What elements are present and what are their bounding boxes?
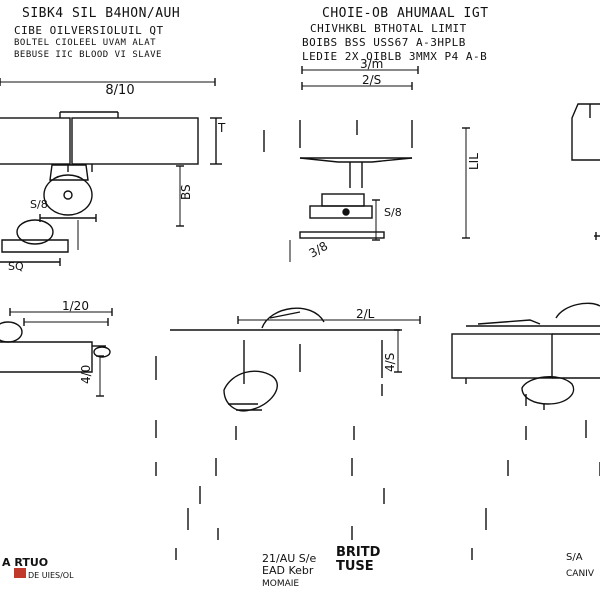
footer-right-logo: S/A CANIV bbox=[566, 552, 595, 579]
header-right-line1: CHOIE-OB AHUMAAL IGT bbox=[322, 6, 489, 21]
dim-top-center-width: 3/m bbox=[360, 57, 383, 71]
dim-bottom-center-width: 2/L bbox=[356, 307, 375, 321]
dim-top-center-height: LIL bbox=[467, 153, 481, 170]
footer-center-brand2: TUSE bbox=[336, 559, 374, 574]
bottom-center-fixture bbox=[170, 307, 421, 412]
bottom-left-fixture bbox=[0, 308, 157, 397]
footer-right-sub: CANIV bbox=[566, 569, 595, 579]
header-left-line4: BEBUSE IIC BLOOD VI SLAVE bbox=[14, 50, 162, 60]
suspension-cords bbox=[155, 420, 600, 560]
footer-right-brand: S/A bbox=[566, 552, 583, 563]
dim-top-center-bottom: 3/8 bbox=[307, 239, 331, 261]
dim-top-left-side: T bbox=[217, 121, 226, 135]
header-left-line2: CIBE OILVERSIOLUIL QT bbox=[14, 24, 164, 37]
dim-small-left-a: S/8 bbox=[30, 198, 48, 211]
footer-left-sub: DE UIES/OL bbox=[28, 571, 74, 580]
bottom-right-fixture bbox=[451, 302, 600, 410]
dim-bottom-center-height: 4/S bbox=[383, 353, 397, 372]
footer-center-logo: BRITD TUSE 21/AU S/e EAD Kebr MOMAIE bbox=[262, 545, 381, 589]
footer-center-brand: BRITD bbox=[336, 545, 381, 560]
top-left-canopy bbox=[0, 164, 97, 266]
footer-center-caption: MOMAIE bbox=[262, 579, 299, 589]
dim-top-left-width: 8/10 bbox=[105, 83, 134, 98]
dim-small-left-b: SQ bbox=[8, 260, 24, 273]
footer-left-logo: A RTUO DE UIES/OL bbox=[2, 556, 74, 580]
dim-top-left-depth: BS bbox=[179, 184, 193, 200]
footer-center-name: 21/AU S/e bbox=[262, 552, 316, 565]
dim-bottom-left-depth: 4/0 bbox=[79, 365, 93, 384]
header-left-line3: BOLTEL CIOLEEL UVAM ALAT bbox=[14, 38, 157, 48]
top-center-fixture bbox=[263, 66, 470, 262]
footer-center-name2: EAD Kebr bbox=[262, 564, 314, 577]
dim-top-center-inner: 2/S bbox=[362, 73, 381, 87]
top-right-fixture bbox=[571, 103, 600, 240]
header-right-line2: CHIVHKBL BTHOTAL LIMIT bbox=[310, 22, 467, 35]
header-left-line1: SIBK4 SIL B4HON/AUH bbox=[22, 6, 181, 21]
dim-bottom-left-width: 1/20 bbox=[62, 299, 89, 313]
footer-left-brand: A RTUO bbox=[2, 556, 48, 569]
header-right-line3: BOIBS BSS USS67 A-3HPLB bbox=[302, 36, 466, 49]
header-right-line4: LEDIE 2X OIBLB 3MMX P4 A-B bbox=[302, 50, 488, 63]
dim-top-center-height-small: S/8 bbox=[384, 206, 402, 219]
